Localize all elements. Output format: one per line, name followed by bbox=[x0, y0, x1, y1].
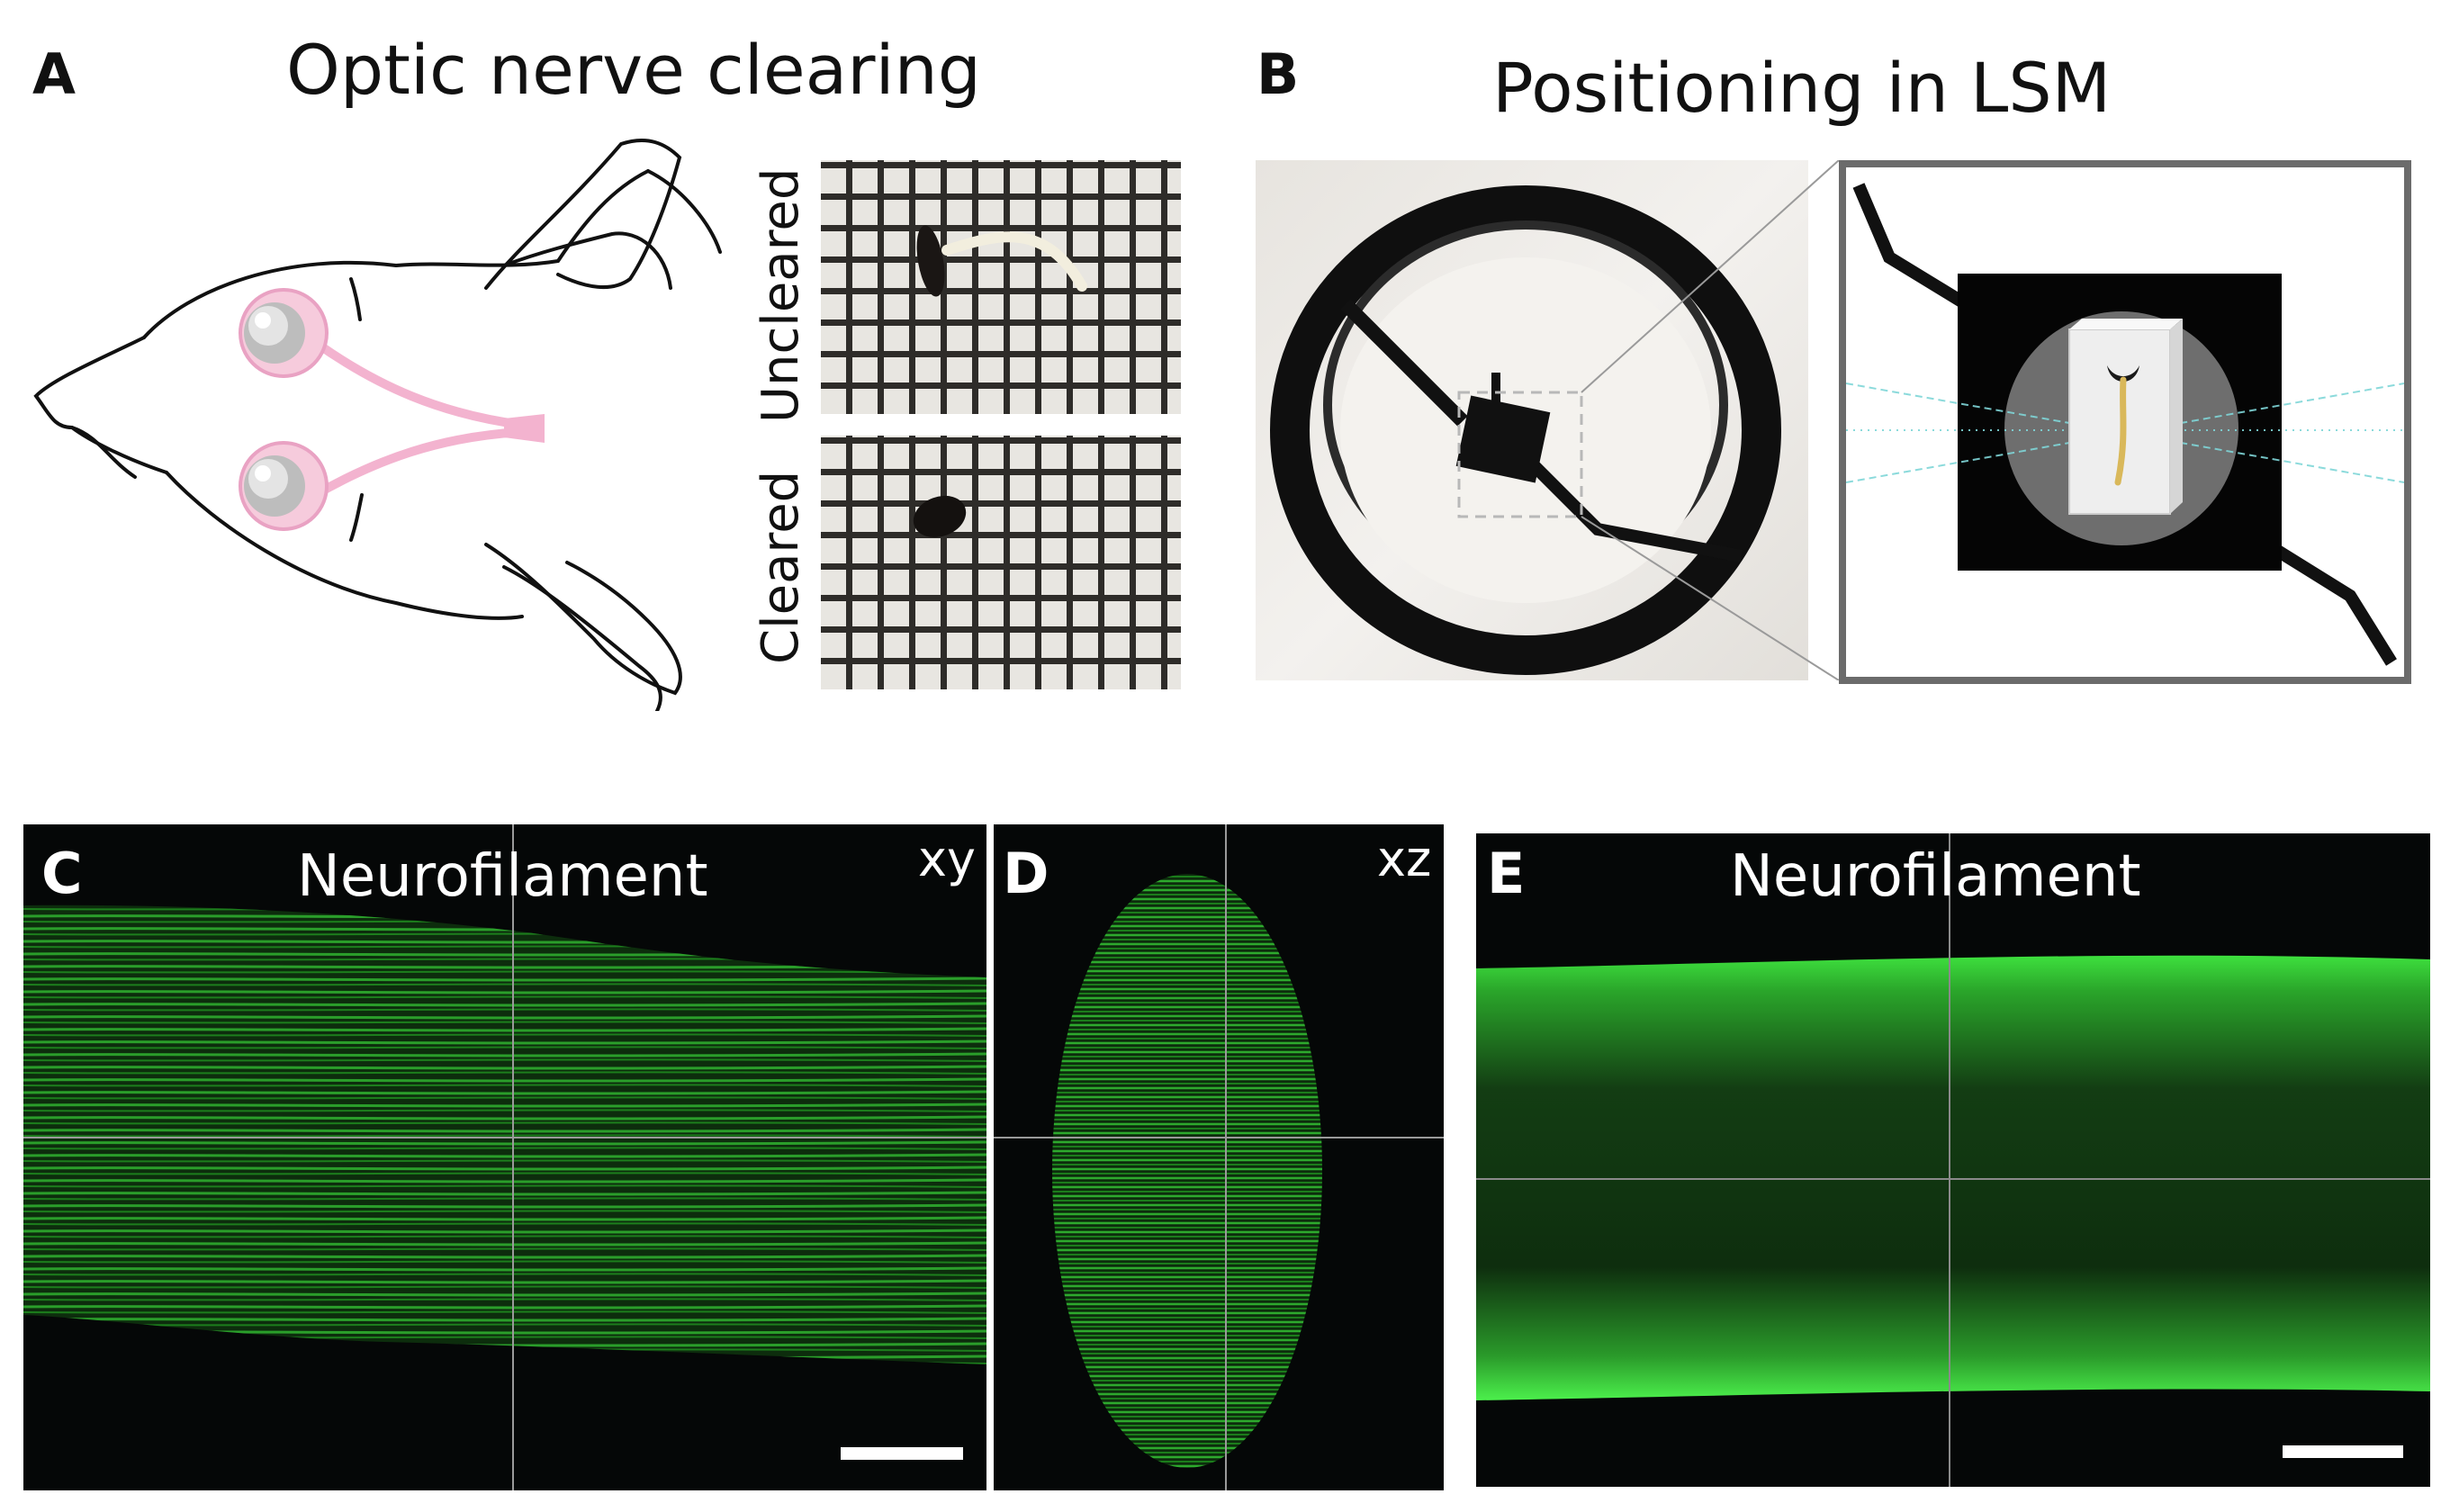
cleared-label: Cleared bbox=[752, 470, 810, 664]
panel-b-title: Positioning in LSM bbox=[1492, 48, 2112, 128]
cleared-nerve-photo bbox=[821, 436, 1181, 689]
sample-cuvette-icon bbox=[2068, 319, 2183, 515]
panel-a-letter: A bbox=[32, 41, 76, 107]
sample-holder-photo bbox=[1256, 160, 1808, 680]
mouse-head-outline-icon bbox=[33, 139, 722, 711]
panel-a-title: Optic nerve clearing bbox=[286, 30, 981, 110]
uncleared-label: Uncleared bbox=[752, 167, 810, 423]
panel-d-letter: D bbox=[1003, 841, 1049, 906]
scale-bar-e bbox=[2283, 1445, 2403, 1458]
panel-c-plane-label: xy bbox=[918, 831, 976, 887]
panel-e-letter: E bbox=[1487, 841, 1526, 906]
scale-bar-c bbox=[841, 1447, 963, 1460]
neurofilament-longitudinal-image bbox=[1476, 833, 2430, 1487]
panel-e-title: Neurofilament bbox=[1730, 843, 2141, 910]
zoom-connector-lines bbox=[1581, 160, 1840, 680]
eyeball-icon bbox=[244, 302, 305, 364]
zoomed-holder-schematic bbox=[1839, 160, 2411, 684]
neurofilament-xz-image bbox=[994, 824, 1444, 1490]
sample-holder-ring-icon bbox=[1270, 185, 1781, 675]
neurofilament-xy-image bbox=[23, 824, 986, 1490]
panel-c-title: Neurofilament bbox=[297, 843, 708, 910]
panel-d-plane-label: xz bbox=[1377, 831, 1432, 887]
panel-b-letter: B bbox=[1257, 41, 1300, 107]
panel-c-letter: C bbox=[41, 841, 83, 906]
uncleared-nerve-photo bbox=[821, 160, 1181, 414]
